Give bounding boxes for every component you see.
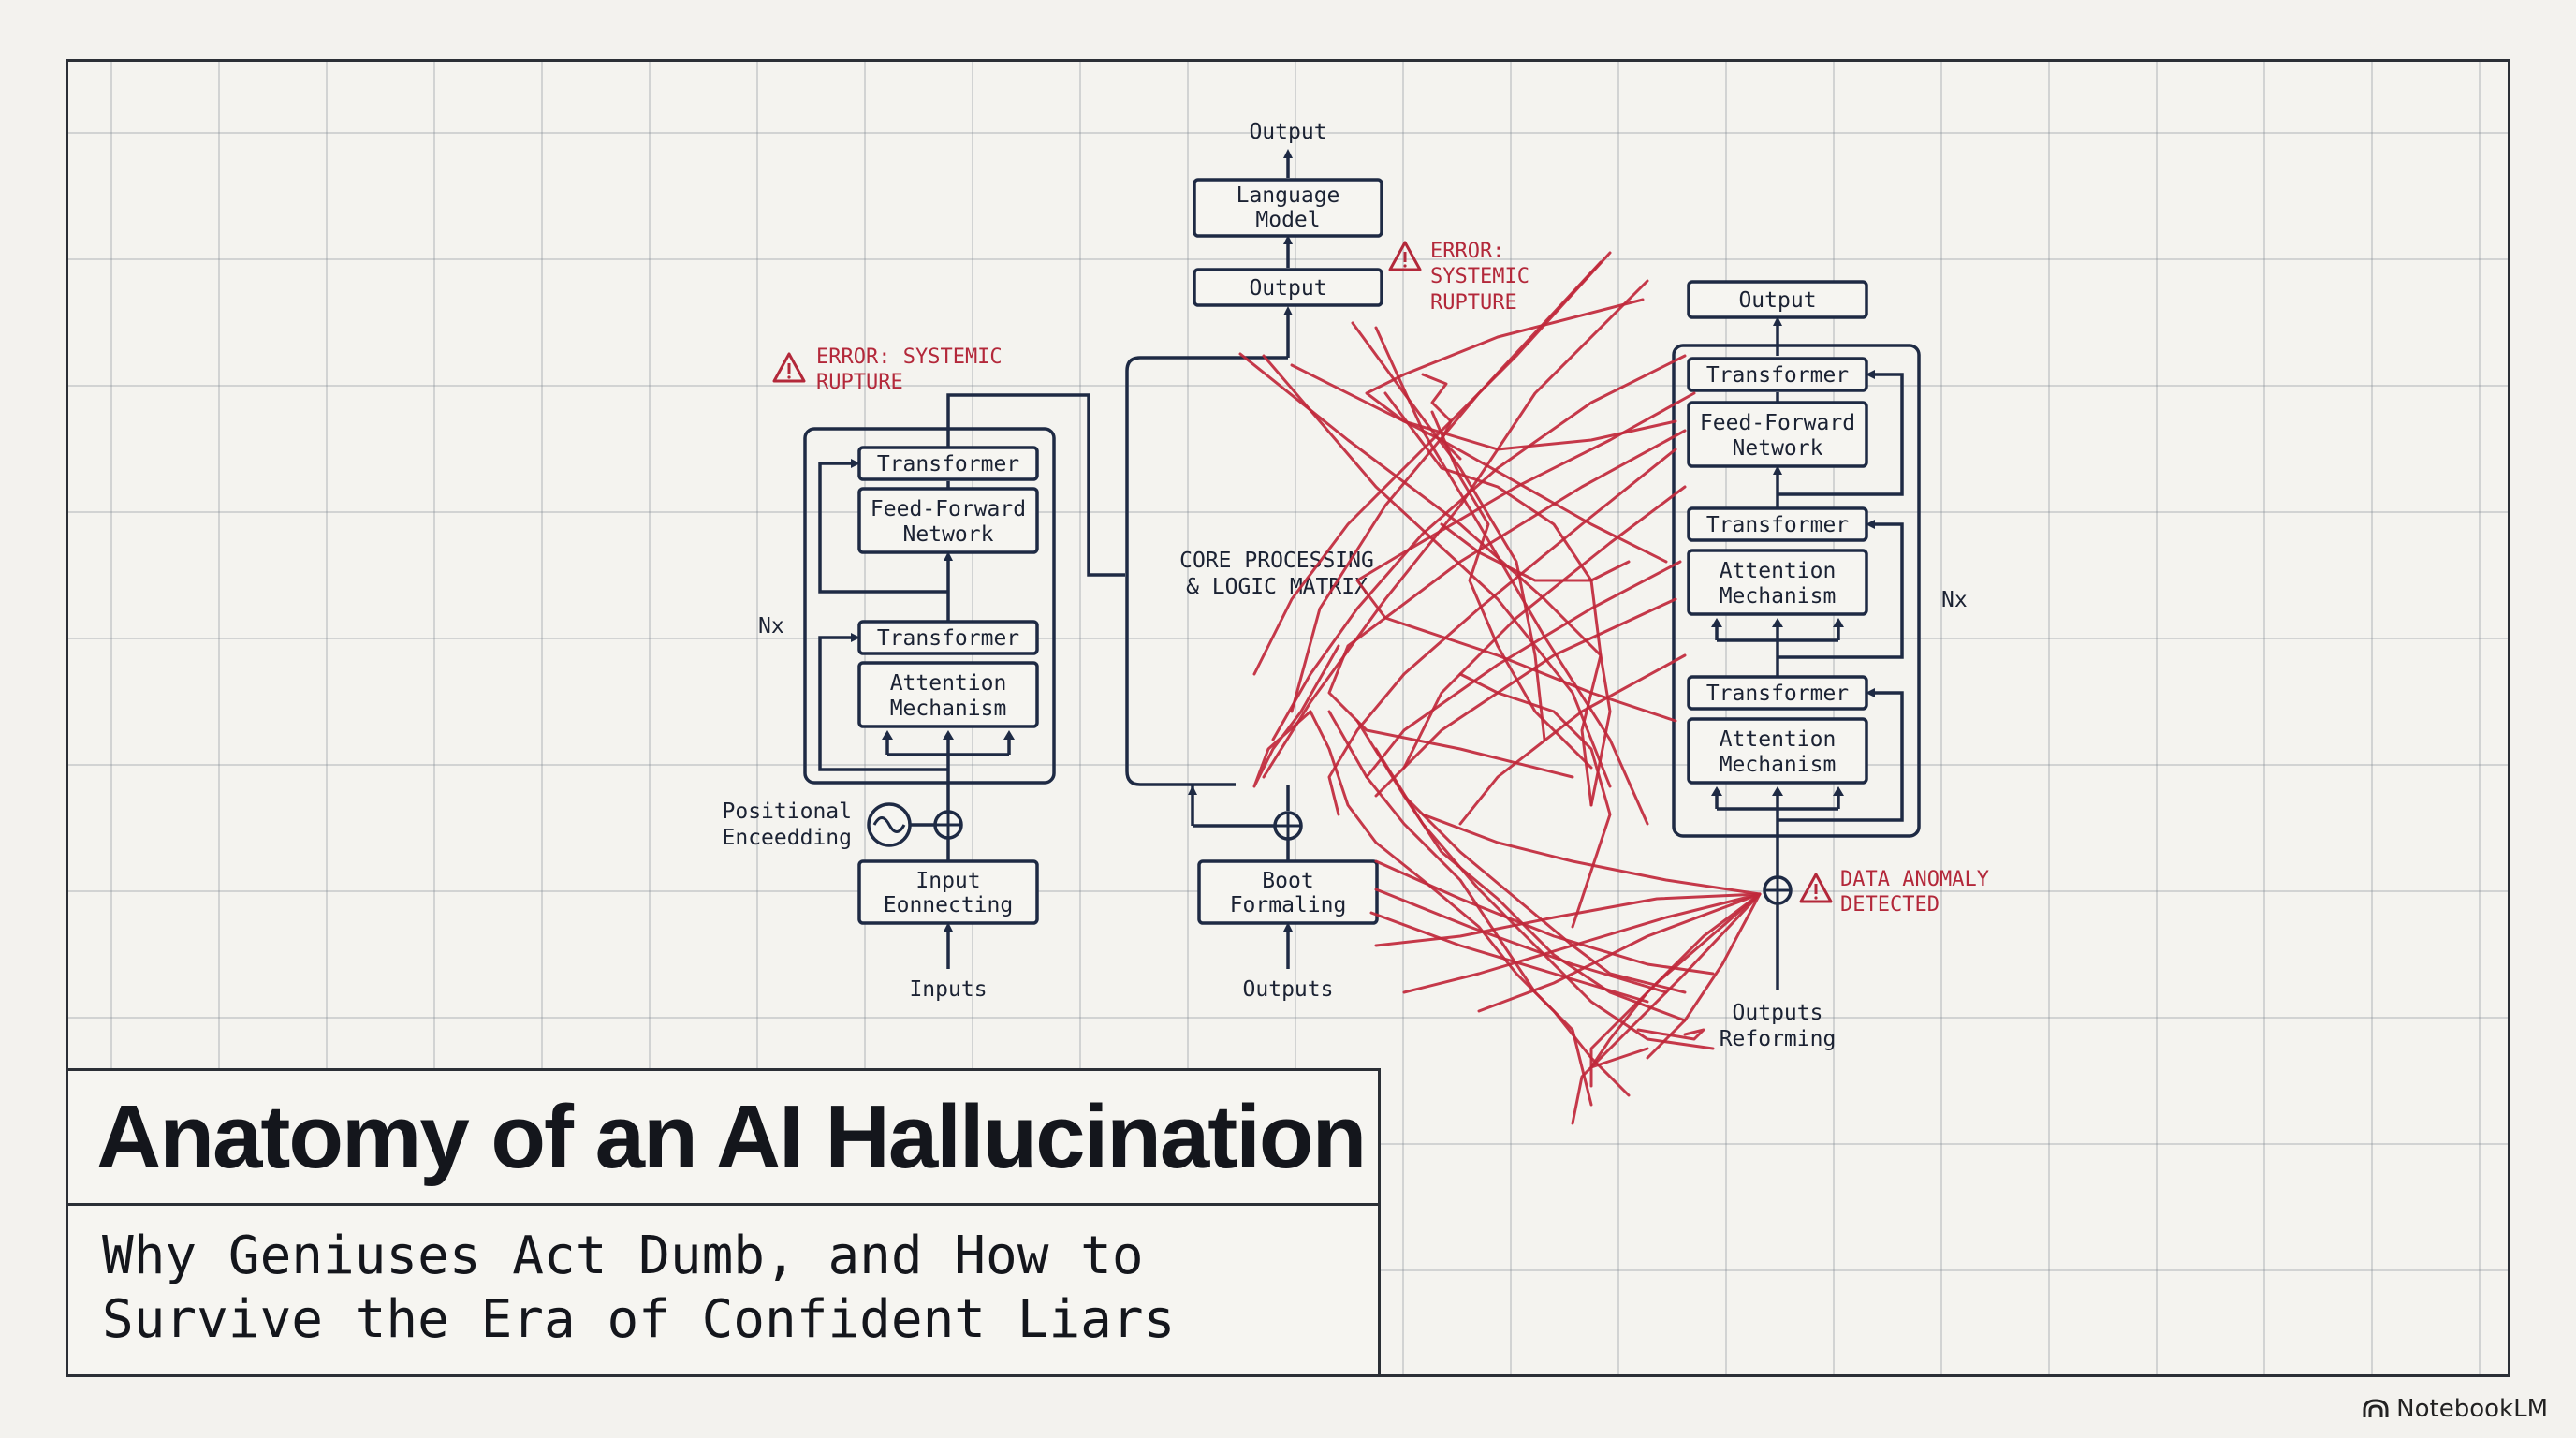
core-line1: CORE PROCESSING (1179, 549, 1374, 573)
lm-line2: Model (1255, 208, 1320, 232)
right-nx-label: Nx (1941, 588, 1968, 612)
left-attention-box (857, 661, 1039, 728)
center-error-line1: ERROR: (1430, 240, 1504, 263)
center-stack: Output Language Model Output CORE PROCES… (1125, 120, 1530, 1002)
left-qkv-arrowheads (882, 730, 1015, 740)
left-ffn-line2: Network (903, 522, 994, 547)
left-input-line2: Eonnecting (884, 893, 1013, 917)
left-attention-line1: Attention (890, 671, 1007, 696)
center-output-box-label: Output (1249, 276, 1326, 301)
right-transformer-3-label: Transformer (1706, 682, 1849, 706)
center-outputs-label: Outputs (1243, 977, 1334, 1002)
notebooklm-logo-icon (2363, 1399, 2389, 1417)
left-transformer-mid-label: Transformer (877, 626, 1019, 651)
left-residual-2 (818, 633, 948, 771)
anomaly-warning-icon (1799, 873, 1833, 903)
left-residual-1 (818, 459, 948, 594)
hallucination-scribbles (1238, 251, 1762, 1125)
boot-line2: Formaling (1230, 893, 1347, 917)
anomaly-line2: DETECTED (1840, 893, 1939, 917)
left-input-line1: Input (915, 869, 980, 893)
right-attention-2-line2: Mechanism (1720, 753, 1837, 777)
right-attention-2-box (1687, 717, 1868, 785)
right-ffn-line2: Network (1733, 436, 1823, 461)
reforming-line2: Reforming (1720, 1027, 1837, 1051)
left-nx-frame (803, 427, 1056, 785)
right-transformer-1-label: Transformer (1706, 363, 1849, 388)
reforming-line1: Outputs (1733, 1001, 1823, 1025)
right-attention-1-box (1687, 549, 1868, 616)
page-subtitle: Why Geniuses Act Dumb, and How to Surviv… (102, 1225, 1176, 1350)
right-residual-2 (1778, 520, 1904, 659)
right-output-box-label: Output (1738, 288, 1816, 313)
brand-label: NotebookLM (2396, 1395, 2548, 1423)
center-warning-icon (1388, 241, 1422, 271)
right-nx-frame (1672, 344, 1921, 838)
center-error-line2: SYSTEMIC (1430, 265, 1530, 288)
left-warning-icon (772, 352, 806, 383)
left-transformer-top-label: Transformer (877, 452, 1019, 477)
center-output-box (1193, 268, 1383, 307)
left-nx-label: Nx (758, 614, 784, 638)
left-posenc-line1: Positional (723, 800, 852, 824)
lm-line1: Language (1237, 183, 1340, 208)
right-attention-1-line1: Attention (1720, 559, 1837, 583)
left-error-line1: ERROR: SYSTEMIC (816, 345, 1003, 369)
brand-mark: NotebookLM (2363, 1395, 2548, 1423)
boot-line1: Boot (1262, 869, 1313, 893)
title-panel: Anatomy of an AI Hallucination Why Geniu… (66, 1068, 1381, 1377)
right-ffn-line1: Feed-Forward (1700, 411, 1855, 435)
left-attention-line2: Mechanism (890, 697, 1007, 721)
center-error-line3: RUPTURE (1430, 291, 1517, 315)
right-residual-3 (1778, 688, 1904, 822)
left-error-line2: RUPTURE (816, 371, 903, 394)
right-attention-2-line1: Attention (1720, 727, 1837, 752)
page-title: Anatomy of an AI Hallucination (96, 1086, 1367, 1187)
left-stack: ERROR: SYSTEMIC RUPTURE Transformer Feed… (723, 345, 1125, 1002)
left-posenc-line2: Enceedding (723, 826, 852, 850)
right-residual-1 (1778, 370, 1904, 496)
anomaly-line1: DATA ANOMALY (1840, 868, 1989, 891)
left-ffn-line1: Feed-Forward (871, 497, 1026, 521)
core-matrix-frame (1125, 356, 1288, 786)
inputs-label: Inputs (909, 977, 987, 1002)
center-output-label: Output (1249, 120, 1326, 144)
right-transformer-2-label: Transformer (1706, 513, 1849, 537)
left-to-core-wire (946, 393, 1125, 577)
right-attention-1-line2: Mechanism (1720, 584, 1837, 609)
right-stack: Output Transformer Feed-Forward Network … (1672, 280, 1989, 1051)
title-row: Anatomy of an AI Hallucination (68, 1071, 1378, 1206)
